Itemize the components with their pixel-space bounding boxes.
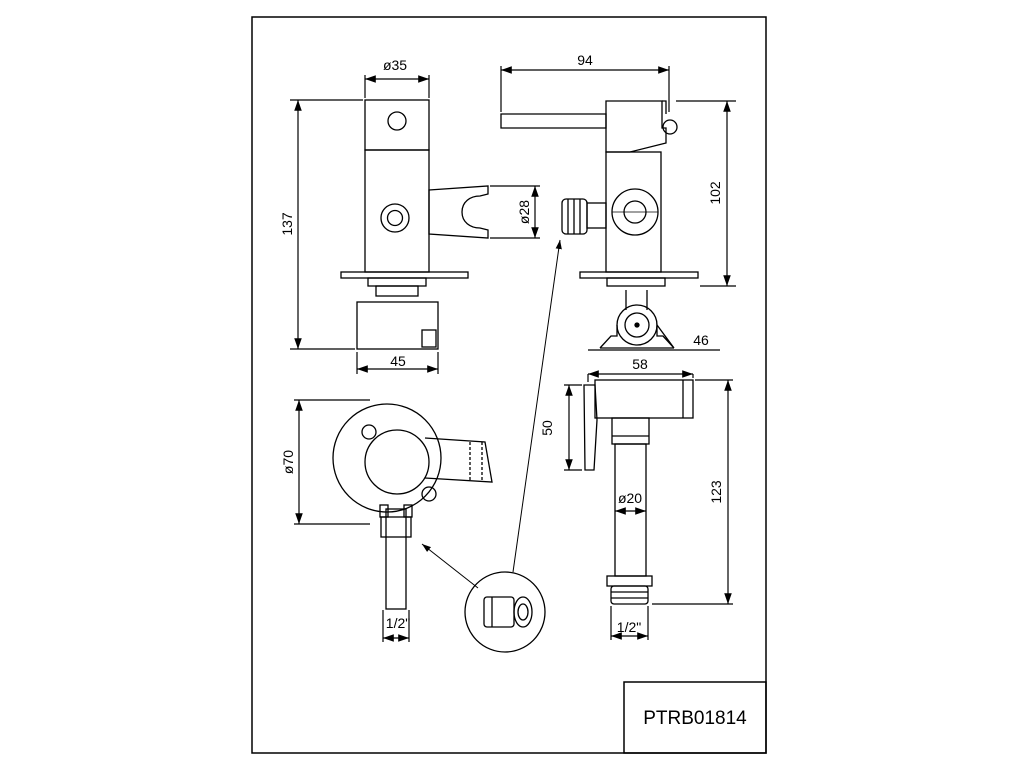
dim-thread-left: 1/2": [386, 615, 410, 631]
drawing-frame: [251, 16, 767, 754]
title-block: [623, 681, 767, 754]
dim-spray-length: 123: [708, 480, 724, 504]
plan-view: [332, 403, 493, 610]
dim-spray-head-height: 50: [539, 420, 555, 436]
dim-holder-diameter: ø28: [516, 200, 532, 224]
dim-body-height: 102: [707, 181, 723, 205]
dim-total-height: 137: [279, 212, 295, 236]
dim-top-diameter: ø35: [383, 57, 407, 73]
dim-overall-width: 94: [577, 52, 593, 68]
dim-foot-width: 58: [632, 356, 648, 372]
detail-view: [464, 571, 546, 653]
dim-spray-diameter: ø20: [618, 490, 642, 506]
dim-thread-right: 1/2": [617, 619, 641, 635]
spray-view: [583, 379, 694, 605]
front-view-dimensions: [290, 75, 540, 374]
dim-base-width: 45: [390, 353, 406, 369]
product-code: PTRB01814: [643, 708, 747, 729]
dim-plate-diameter: ø70: [280, 450, 296, 474]
plan-view-dimensions: [294, 399, 410, 642]
spray-view-dimensions: [564, 370, 733, 640]
side-view-dimensions: [500, 66, 736, 351]
side-view: [500, 100, 699, 349]
detail-leaders: [421, 239, 562, 589]
dim-foot-offset: 46: [693, 332, 709, 348]
front-view: [340, 99, 489, 350]
